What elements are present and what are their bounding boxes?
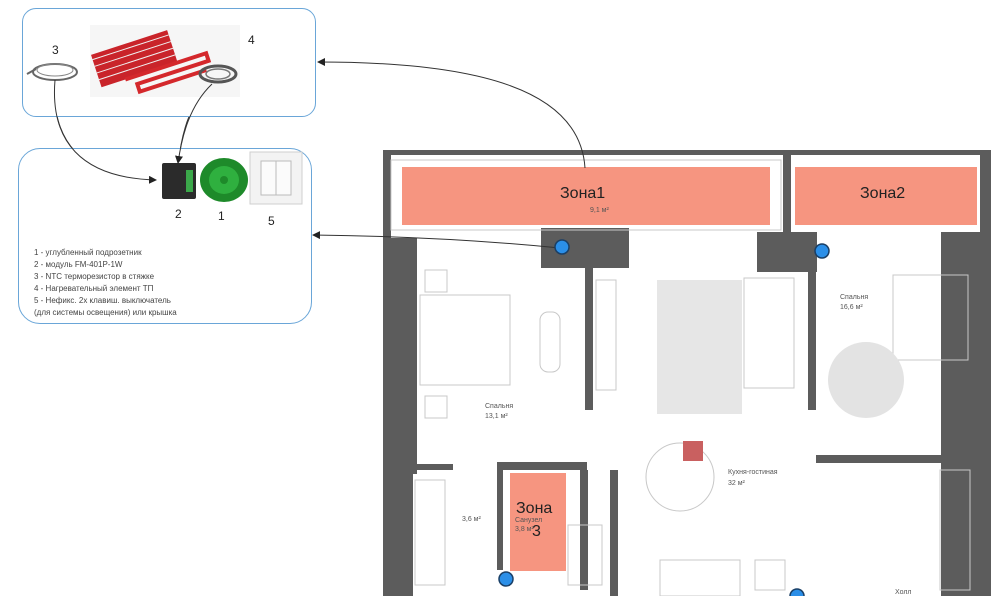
zone3-area xyxy=(510,473,566,571)
legend-item-2: 2 - модуль FM-401P-1W xyxy=(34,260,123,269)
watermark-logo xyxy=(683,441,703,461)
label-component-1: 1 xyxy=(218,209,225,223)
legend-item-3: 3 - NTC терморезистор в стяжке xyxy=(34,272,155,281)
hall-name: Холл xyxy=(895,589,912,596)
bedroom1-area: 13,1 м² xyxy=(485,413,508,420)
round-rug xyxy=(828,342,904,418)
zone1-area xyxy=(402,167,770,225)
label-component-3: 3 xyxy=(52,43,59,57)
walls xyxy=(383,150,991,596)
sensor-dot-zone3 xyxy=(498,571,514,587)
rug xyxy=(657,280,742,414)
heating-mat-image-fg xyxy=(90,25,240,97)
bedroom2-area: 16,6 м² xyxy=(840,304,863,311)
legend-item-5: 5 - Нефикс. 2х клавиш. выключатель xyxy=(34,296,171,305)
zone3-label-line2: 3 xyxy=(532,523,541,540)
sensor-dot-zone2 xyxy=(814,243,830,259)
label-component-2: 2 xyxy=(175,207,182,221)
storage-area: 3,6 м² xyxy=(462,516,481,523)
sensor-dot-hall xyxy=(789,588,805,596)
socket-box-image-fg xyxy=(200,158,248,202)
switch-image-fg xyxy=(249,151,303,205)
zone2-label: Зона2 xyxy=(860,185,906,202)
sensor-dots xyxy=(498,239,830,596)
zone2-area xyxy=(795,167,977,225)
kitchen-area: 32 м² xyxy=(728,480,745,487)
arrow-sensor-to-module xyxy=(312,231,561,249)
bathroom-area: 3,8 м² xyxy=(515,526,534,533)
kitchen-name: Кухня-гостиная xyxy=(728,469,778,476)
label-component-5: 5 xyxy=(268,214,275,228)
arrow-zone1-to-components xyxy=(317,58,586,169)
legend-item-4: 4 - Нагревательный элемент ТП xyxy=(34,284,154,293)
ntc-sensor-image-fg xyxy=(26,63,78,81)
zone3-label-line1: Зона xyxy=(516,500,553,517)
legend-item-1: 1 - углубленный подрозетник xyxy=(34,248,142,257)
legend-item-5-cont: (для системы освещения) или крышка xyxy=(34,308,177,317)
bathroom-name: Санузел xyxy=(515,517,543,524)
label-component-4: 4 xyxy=(248,33,255,47)
thermostat-module-image-fg xyxy=(162,163,196,199)
loggia-area: 9,1 м² xyxy=(590,207,609,214)
sensor-dot-zone1 xyxy=(554,239,570,255)
zone1-label: Зона1 xyxy=(560,185,606,202)
bedroom1-name: Спальня xyxy=(485,403,514,410)
bedroom2-name: Спальня xyxy=(840,294,869,301)
